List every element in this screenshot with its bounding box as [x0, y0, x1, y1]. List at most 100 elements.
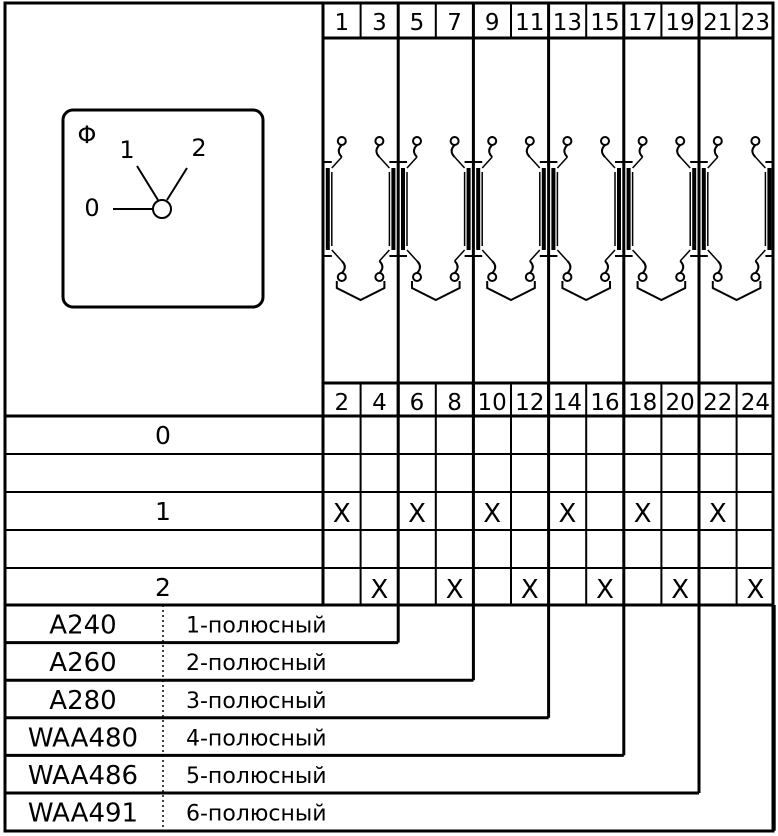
terminal-bottom-label: 22	[703, 390, 732, 416]
terminal-ring	[487, 272, 498, 282]
contact-link	[406, 249, 418, 262]
switch-row-label: 2	[155, 573, 171, 602]
model-row: A240 1-полюсный	[5, 605, 400, 645]
contact-link	[378, 156, 390, 169]
terminal-ring	[374, 272, 385, 282]
terminal-hook	[416, 260, 421, 274]
model-description: 4-полюсный	[186, 726, 327, 751]
contact-bridge	[561, 281, 611, 302]
terminal-hook	[375, 144, 381, 158]
model-code: A240	[49, 611, 116, 641]
contact-link	[754, 249, 766, 262]
terminal-hook	[525, 144, 531, 158]
terminal-bottom-label: 6	[410, 390, 425, 416]
contact-link	[454, 249, 466, 262]
contact-link	[679, 156, 691, 169]
dial-line-2	[166, 167, 188, 201]
terminal-bottom-label: 18	[628, 390, 657, 416]
contact-link	[556, 249, 568, 262]
terminal-ring	[712, 136, 723, 146]
terminal-hook	[679, 260, 685, 274]
terminal-top-label: 9	[485, 10, 500, 36]
terminal-hook	[341, 260, 346, 274]
contact-blocks	[323, 136, 774, 302]
contact-closed-mark: X	[558, 499, 576, 529]
terminal-bottom-label: 2	[334, 390, 349, 416]
contact-closed-mark: X	[483, 499, 501, 529]
terminal-hook	[450, 144, 456, 158]
terminal-hook	[491, 260, 497, 274]
contact-pole	[549, 136, 623, 302]
model-code: A280	[49, 686, 116, 716]
terminal-hook	[754, 260, 760, 274]
terminal-ring	[750, 272, 761, 282]
contact-bar	[325, 168, 330, 250]
model-row: A260 2-полюсный	[5, 605, 475, 682]
terminal-top-label: 19	[666, 10, 695, 36]
contact-bridge	[486, 281, 536, 302]
switch-row-label: 0	[155, 421, 171, 450]
dial-position-0: 0	[84, 194, 99, 222]
model-code: WAA480	[28, 723, 138, 753]
terminal-ring	[449, 272, 460, 282]
contact-closed-mark: X	[521, 575, 539, 605]
terminal-ring	[336, 136, 347, 146]
contact-link	[632, 156, 644, 169]
terminal-ring	[637, 272, 648, 282]
contact-closed-mark: X	[746, 575, 764, 605]
contact-link	[604, 156, 616, 169]
contact-link	[529, 156, 541, 169]
terminal-ring	[562, 272, 573, 282]
contact-closed-mark: X	[634, 499, 652, 529]
model-description: 5-полюсный	[186, 764, 327, 789]
terminal-bottom-label: 4	[372, 390, 387, 416]
terminal-hook	[566, 260, 572, 274]
contact-bar	[551, 168, 556, 250]
contact-closed-mark: X	[446, 575, 464, 605]
contact-bridge	[636, 281, 687, 302]
contact-bridge	[335, 281, 386, 302]
terminal-top-label: 23	[741, 10, 770, 36]
model-description: 3-полюсный	[186, 689, 327, 714]
terminal-bottom-label: 16	[590, 390, 619, 416]
terminal-ring	[600, 136, 610, 146]
contact-bar	[701, 168, 706, 250]
contact-closed-mark: X	[709, 499, 727, 529]
contact-link	[481, 156, 493, 169]
dial-panel: Φ 0 1 2	[61, 108, 265, 309]
terminal-ring	[412, 136, 422, 146]
contact-bar	[692, 168, 697, 250]
terminal-hook	[488, 144, 493, 158]
terminal-top-label: 7	[447, 10, 462, 36]
contact-pole	[399, 136, 473, 302]
terminal-bottom-label: 10	[478, 390, 507, 416]
contact-link	[406, 156, 418, 169]
model-description: 1-полюсный	[186, 614, 327, 639]
contact-closed-mark: X	[408, 499, 426, 529]
terminal-top-label: 21	[703, 10, 732, 36]
model-code: A260	[49, 648, 116, 678]
contact-link	[529, 249, 541, 262]
terminal-hook	[751, 144, 757, 158]
model-description: 2-полюсный	[186, 651, 327, 676]
dial-position-1: 1	[119, 136, 134, 164]
contact-pole	[699, 136, 774, 302]
switch-row-label: 1	[155, 497, 171, 526]
terminal-hook	[638, 144, 644, 158]
terminal-top-label: 1	[334, 10, 349, 36]
terminal-ring	[524, 272, 535, 282]
contact-bar	[626, 168, 631, 250]
contact-link	[454, 156, 466, 169]
model-row: A280 3-полюсный	[5, 605, 551, 720]
dial-box	[61, 108, 265, 309]
contact-bar	[541, 168, 546, 250]
contact-link	[331, 156, 343, 169]
contact-bar	[466, 168, 471, 250]
contact-bridge	[411, 281, 461, 302]
terminal-bottom-label: 20	[666, 390, 695, 416]
